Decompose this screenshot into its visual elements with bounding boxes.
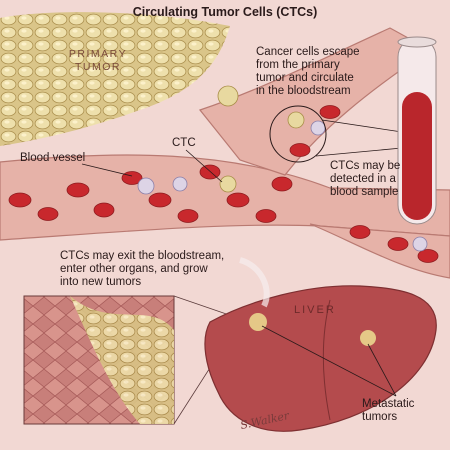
label-exit-bloodstream: CTCs may exit the bloodstream, enter oth… <box>60 250 225 288</box>
tissue-inset <box>23 295 175 425</box>
label-cells-escape: Cancer cells escape from the primary tum… <box>256 46 360 97</box>
label-detected-blood-sample: CTCs may be detected in a blood sample <box>330 160 401 198</box>
metastatic-tumor <box>360 330 376 346</box>
circulating-tumor-cells <box>217 85 305 193</box>
metastatic-tumor <box>249 313 267 331</box>
blood-sample-tube <box>397 36 437 225</box>
primary-tumor <box>0 12 230 146</box>
label-blood-vessel: Blood vessel <box>20 152 86 164</box>
label-liver: LIVER <box>294 304 336 316</box>
red-blood-cells <box>8 105 439 263</box>
label-ctc: CTC <box>172 137 196 149</box>
label-metastatic-tumors: Metastatic tumors <box>362 398 415 423</box>
magnifier-circle <box>269 105 327 163</box>
diagram-title: Circulating Tumor Cells (CTCs) <box>132 5 318 19</box>
blood-vessel <box>0 27 450 279</box>
white-blood-cells <box>137 120 428 252</box>
label-primary-tumor: PRIMARY TUMOR <box>68 48 128 73</box>
